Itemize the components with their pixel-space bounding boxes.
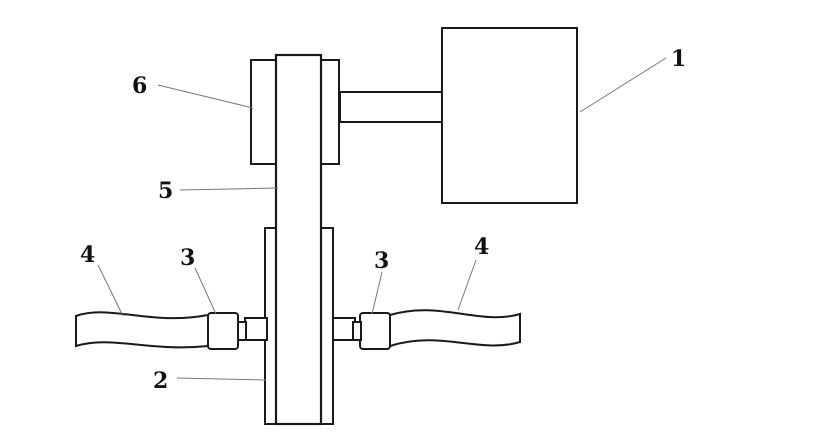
hub-left <box>244 317 268 341</box>
label-3-right: 3 <box>374 248 389 274</box>
label-6: 6 <box>132 73 147 99</box>
leader-4-left <box>97 264 124 317</box>
coupling-right <box>359 312 391 350</box>
leader-3-right <box>371 271 383 315</box>
hub-right <box>332 317 356 341</box>
motor-block <box>441 27 578 204</box>
coupling-left-neck <box>237 321 247 341</box>
label-5: 5 <box>158 178 173 204</box>
shaft-right <box>389 309 521 348</box>
label-4-left: 4 <box>80 242 95 268</box>
motor-shaft <box>339 91 443 123</box>
label-4-right: 4 <box>474 234 489 260</box>
label-1: 1 <box>671 46 686 72</box>
label-2: 2 <box>153 368 168 394</box>
leader-3-left <box>194 267 217 315</box>
leader-2 <box>176 377 267 381</box>
coupling-left <box>207 312 239 350</box>
shaft-left <box>75 311 209 349</box>
belt <box>274 53 323 426</box>
coupling-right-neck <box>352 321 362 341</box>
leader-5 <box>179 187 279 191</box>
leader-6 <box>157 84 254 109</box>
label-3-left: 3 <box>180 245 195 271</box>
leader-4-right <box>457 259 477 311</box>
leader-1 <box>579 57 667 113</box>
